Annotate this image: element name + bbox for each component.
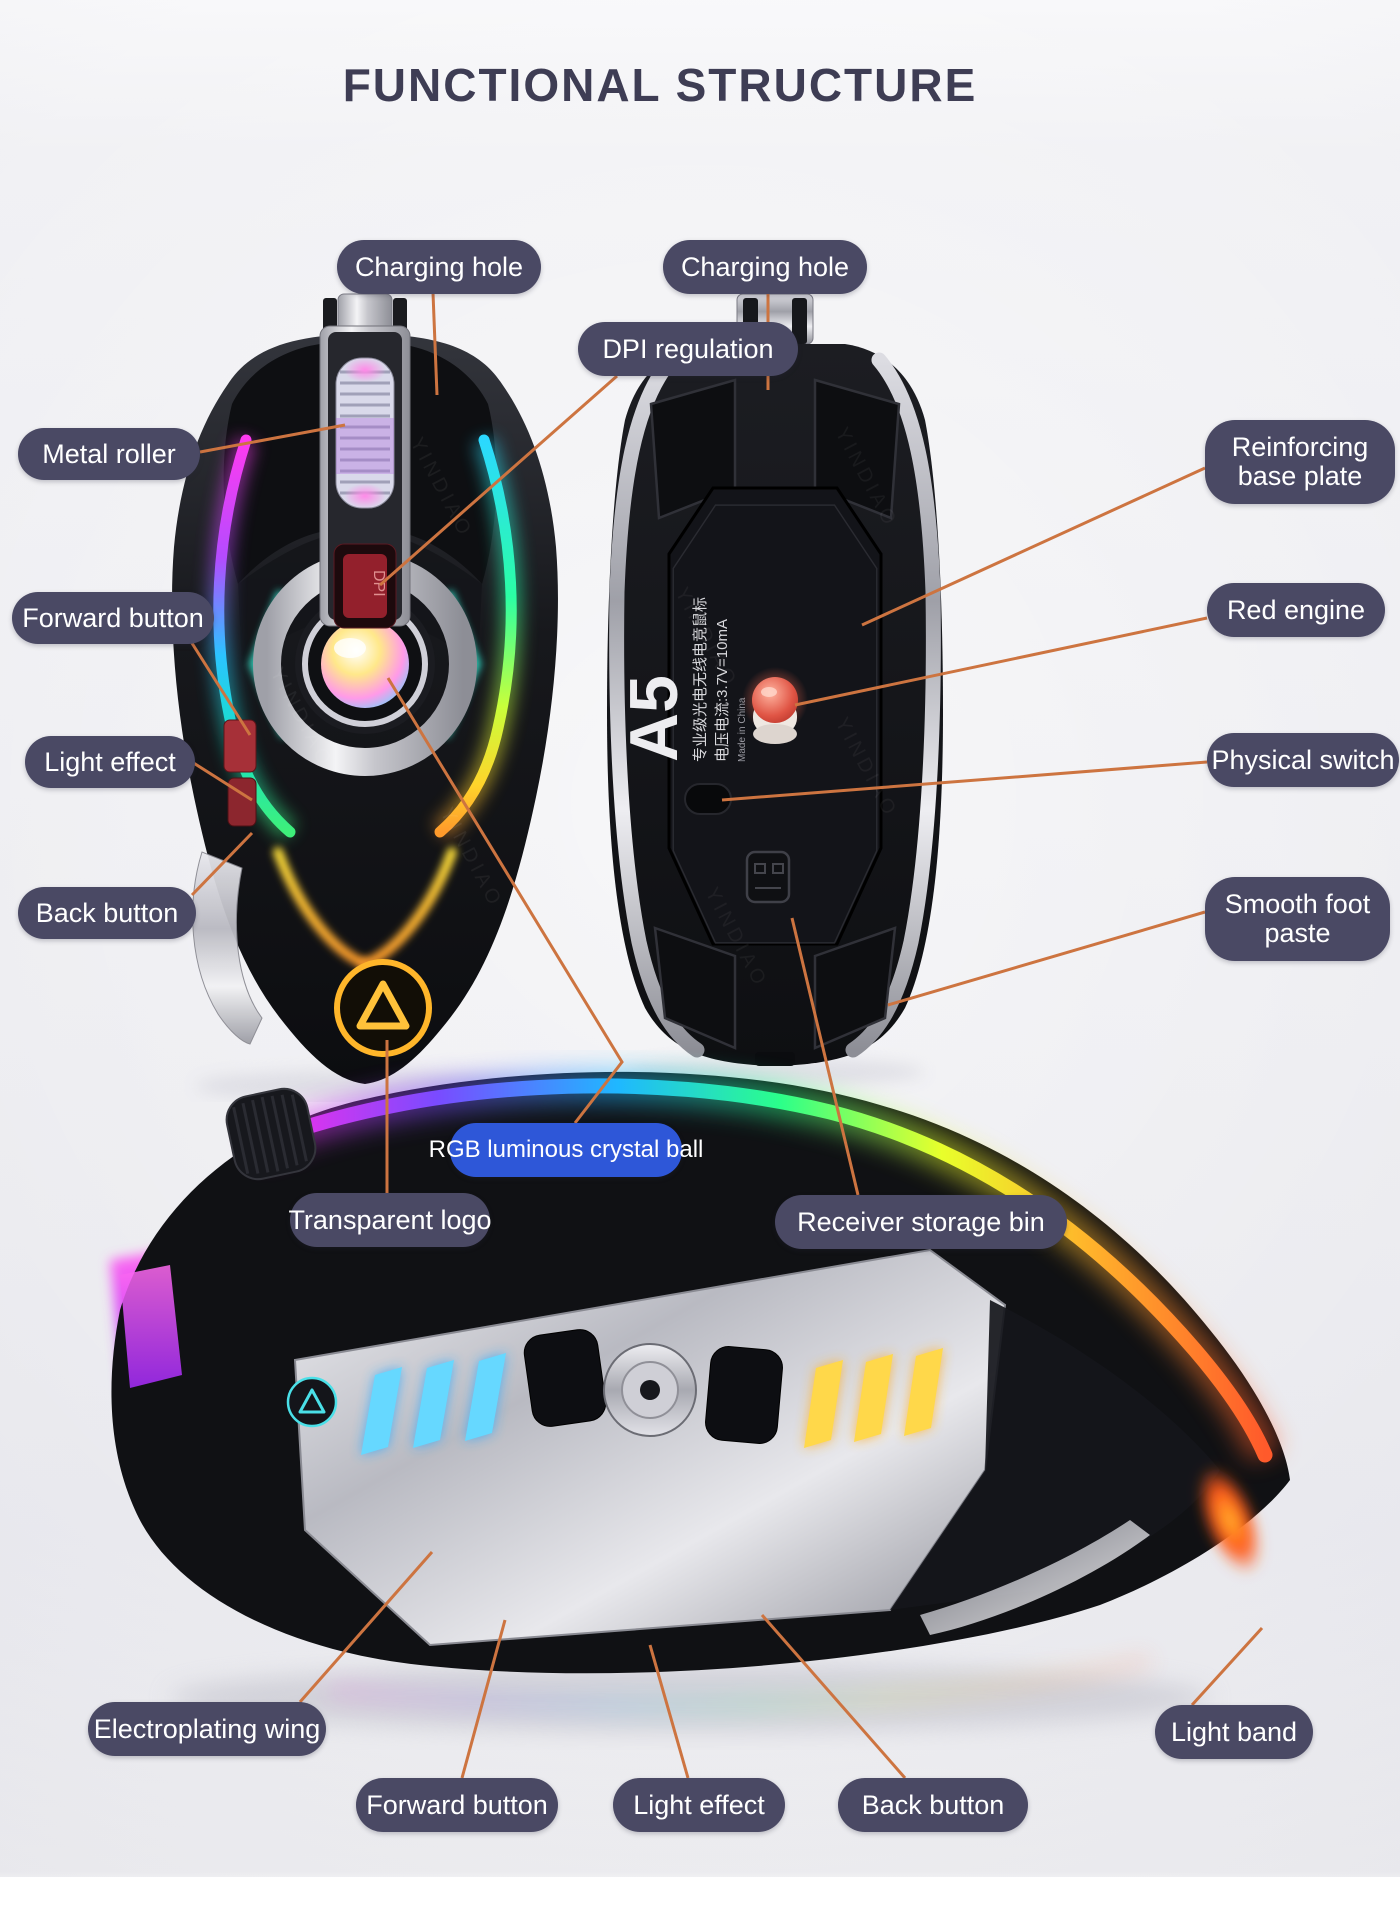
label-transparent-logo: Transparent logo [288, 1193, 492, 1247]
mouse-top-view: DPI YINDIAO YINDIAO YINDIAO [172, 293, 558, 1102]
label-charging-hole-right: Charging hole [663, 240, 867, 294]
reflection-color [329, 1655, 1152, 1711]
physical-switch-part [684, 783, 732, 815]
chrome-emblem [603, 1343, 697, 1437]
label-reinforcing-base-plate: Reinforcing base plate [1205, 420, 1395, 504]
label-physical-switch: Physical switch [1207, 733, 1399, 787]
dpi-button: DPI [333, 543, 397, 629]
label-back-button-top: Back button [18, 887, 196, 939]
label-dpi-regulation: DPI regulation [578, 322, 798, 376]
label-red-engine: Red engine [1207, 583, 1385, 637]
label-forward-button-bottom: Forward button [356, 1778, 558, 1832]
metal-scroll-wheel [335, 352, 395, 514]
label-receiver-storage-bin: Receiver storage bin [775, 1195, 1067, 1249]
page-title: FUNCTIONAL STRUCTURE [342, 59, 978, 111]
blue-light-slots [361, 1353, 506, 1455]
forward-side-button-part [523, 1329, 607, 1427]
mouse-bottom-view: A5 专业级光电无线电竞鼠标 电压电流:3.7V=10mA Made in Ch… [607, 293, 943, 1086]
label-back-button-bottom: Back button [838, 1778, 1028, 1832]
label-forward-button-top: Forward button [12, 592, 214, 644]
svg-text:专业级光电无线电竞鼠标: 专业级光电无线电竞鼠标 [691, 597, 709, 762]
left-click-button [223, 344, 320, 584]
svg-text:电压电流:3.7V=10mA: 电压电流:3.7V=10mA [714, 619, 731, 762]
back-side-button [227, 777, 257, 827]
label-smooth-foot-paste: Smooth foot paste [1205, 877, 1390, 961]
yellow-light-slots [804, 1348, 943, 1448]
label-rgb-crystal-ball: RGB luminous crystal ball [429, 1123, 703, 1177]
svg-text:A5: A5 [616, 675, 692, 762]
rear-purple-light-face [120, 1265, 182, 1388]
crystal-ball [321, 620, 409, 708]
front-silver-trim [920, 1520, 1150, 1635]
forward-side-button [223, 719, 257, 773]
back-side-button-part [705, 1346, 783, 1444]
bottom-tab [755, 1052, 795, 1066]
label-light-effect-top: Light effect [25, 736, 195, 788]
label-metal-roller: Metal roller [18, 428, 200, 480]
side-logo-badge [286, 1376, 338, 1428]
model-print: A5 专业级光电无线电竞鼠标 电压电流:3.7V=10mA Made in Ch… [616, 597, 748, 762]
side-scroll-wheel [225, 1087, 317, 1181]
label-light-effect-bottom: Light effect [613, 1778, 785, 1832]
receiver-storage-bin-part [745, 850, 791, 904]
label-light-band: Light band [1155, 1705, 1313, 1759]
label-electroplating-wing: Electroplating wing [88, 1702, 326, 1756]
front-orange-glow [1197, 1465, 1263, 1575]
svg-text:DPI: DPI [370, 570, 387, 597]
bottom-white-strip [0, 1877, 1400, 1910]
red-engine-switch [731, 656, 819, 744]
label-charging-hole-left: Charging hole [337, 240, 541, 294]
